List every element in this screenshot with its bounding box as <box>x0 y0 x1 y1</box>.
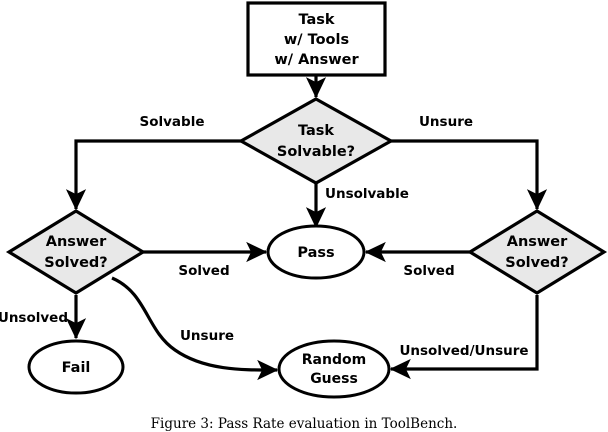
edge-unsolvable-to-pass: Unsolvable <box>305 174 409 229</box>
node-task-solvable-line1: Task <box>298 123 334 139</box>
node-fail-label: Fail <box>62 360 91 376</box>
edge-left-unsure-to-guess: Unsure <box>111 276 279 381</box>
figure-caption: Figure 3: Pass Rate evaluation in ToolBe… <box>150 416 458 432</box>
edge-label-unsolved-unsure: Unsolved/Unsure <box>399 343 528 359</box>
edge-label-unsure-left: Unsure <box>180 328 234 344</box>
node-task[interactable]: Task w/ Tools w/ Answer <box>246 1 387 77</box>
edge-label-solved-right: Solved <box>403 263 454 279</box>
node-random-guess[interactable]: Random Guess <box>277 339 391 399</box>
node-answer-solved-left[interactable]: Answer Solved? <box>5 209 147 295</box>
edge-label-solvable: Solvable <box>140 114 205 130</box>
edge-right-solved-to-pass: Solved <box>364 241 470 279</box>
node-answer-solved-right-line1: Answer <box>507 234 568 250</box>
node-fail[interactable]: Fail <box>27 339 125 395</box>
edge-left-unsolved-to-fail: Unsolved <box>0 295 87 340</box>
node-random-guess-line2: Guess <box>310 371 358 387</box>
node-answer-solved-right-line2: Solved? <box>505 255 568 271</box>
edge-label-unsolved: Unsolved <box>0 310 68 326</box>
node-answer-solved-right[interactable]: Answer Solved? <box>466 209 608 295</box>
node-task-solvable-line2: Solvable? <box>277 144 355 160</box>
edge-label-unsure-top: Unsure <box>419 114 473 130</box>
edge-solvable-left: Solvable <box>65 114 241 211</box>
edge-right-to-guess: Unsolved/Unsure <box>389 295 539 380</box>
edge-label-solved-left: Solved <box>178 263 229 279</box>
node-pass[interactable]: Pass <box>266 224 366 280</box>
node-answer-solved-left-line2: Solved? <box>44 255 107 271</box>
node-task-solvable[interactable]: Task Solvable? <box>237 97 395 185</box>
node-random-guess-line1: Random <box>302 352 366 368</box>
edge-solvable-right: Unsure <box>391 114 548 211</box>
node-task-line1: Task <box>298 12 334 28</box>
node-answer-solved-left-line1: Answer <box>46 234 107 250</box>
edge-left-solved-to-pass: Solved <box>143 241 268 279</box>
node-task-line2: w/ Tools <box>284 32 349 48</box>
node-task-line3: w/ Answer <box>274 52 359 68</box>
edge-label-unsolvable: Unsolvable <box>325 186 409 202</box>
node-pass-label: Pass <box>297 245 334 261</box>
